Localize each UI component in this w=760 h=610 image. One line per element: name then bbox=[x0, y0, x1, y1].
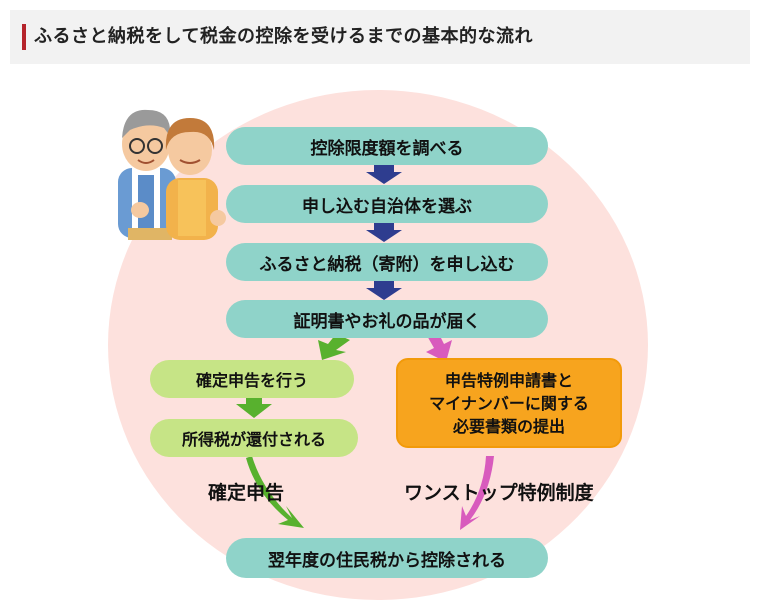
step-file-tax-return-label: 確定申告を行う bbox=[196, 367, 308, 391]
step-apply-donation: ふるさと納税（寄附）を申し込む bbox=[226, 243, 548, 281]
step-check-limit-label: 控除限度額を調べる bbox=[311, 134, 464, 159]
step-income-tax-refund-label: 所得税が還付される bbox=[182, 426, 326, 450]
submit-documents-line1: 申告特例申請書と bbox=[445, 369, 573, 392]
step-apply-donation-label: ふるさと納税（寄附）を申し込む bbox=[260, 250, 515, 275]
submit-documents-line3: 必要書類の提出 bbox=[453, 415, 565, 438]
step-submit-documents: 申告特例申請書と マイナンバーに関する 必要書類の提出 bbox=[396, 358, 622, 448]
submit-documents-line2: マイナンバーに関する bbox=[429, 392, 589, 415]
tax-return-label: 確定申告 bbox=[208, 478, 284, 505]
one-stop-label: ワンストップ特例制度 bbox=[404, 478, 594, 505]
step-resident-tax-deduction: 翌年度の住民税から控除される bbox=[226, 538, 548, 578]
step-income-tax-refund: 所得税が還付される bbox=[150, 419, 358, 457]
navy-arrow-3 bbox=[366, 280, 402, 300]
step-choose-municipality-label: 申し込む自治体を選ぶ bbox=[302, 192, 472, 217]
step-resident-tax-deduction-label: 翌年度の住民税から控除される bbox=[268, 546, 506, 571]
step-receive-certificate: 証明書やお礼の品が届く bbox=[226, 300, 548, 338]
step-choose-municipality: 申し込む自治体を選ぶ bbox=[226, 185, 548, 223]
step-file-tax-return: 確定申告を行う bbox=[150, 360, 354, 398]
green-arrow-mid bbox=[236, 396, 272, 418]
step-receive-certificate-label: 証明書やお礼の品が届く bbox=[294, 307, 481, 332]
navy-arrow-2 bbox=[366, 222, 402, 242]
navy-arrow-1 bbox=[366, 164, 402, 184]
step-check-limit: 控除限度額を調べる bbox=[226, 127, 548, 165]
